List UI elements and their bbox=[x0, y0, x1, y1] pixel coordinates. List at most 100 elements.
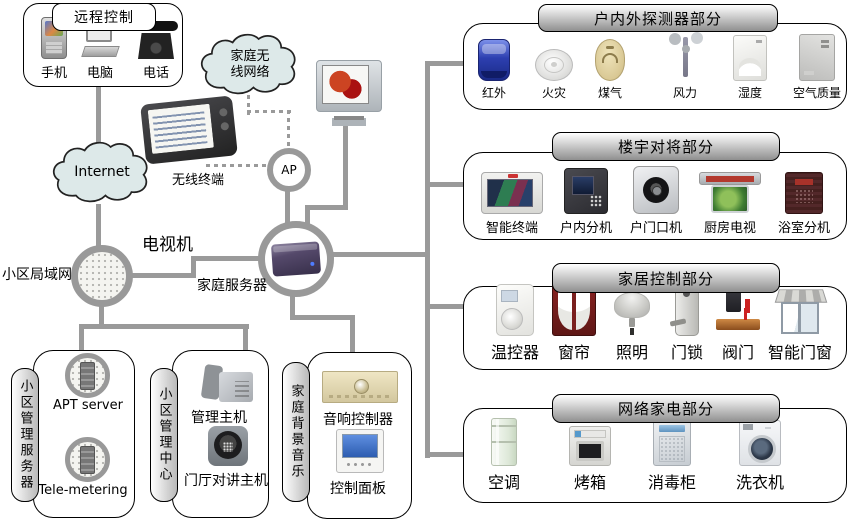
home-server-label: 家庭服务器 bbox=[197, 278, 267, 294]
intercom-kitchen-tv: 厨房电视 bbox=[697, 170, 763, 236]
detectors-section-box bbox=[463, 23, 847, 110]
detector-infrared: 红外 bbox=[466, 33, 522, 101]
item-label: 智能终端 bbox=[485, 221, 538, 236]
side-label-text: 家庭背景音乐 bbox=[288, 384, 304, 480]
smart-window-icon bbox=[775, 288, 825, 336]
internet-cloud: Internet bbox=[50, 136, 154, 210]
home-wireless-cloud: 家庭无 线网络 bbox=[198, 30, 302, 100]
control-panel bbox=[336, 429, 384, 473]
wireless-link bbox=[247, 95, 250, 115]
item-label: 烤箱 bbox=[573, 473, 606, 492]
remote-item-computer: 电脑 bbox=[78, 23, 122, 81]
thermostat-icon bbox=[496, 284, 534, 336]
connector bbox=[305, 205, 310, 224]
wireless-terminal-label: 无线终端 bbox=[172, 173, 225, 188]
detectors-section-header: 户内外探测器部分 bbox=[538, 4, 778, 32]
appliance-oven: 烤箱 bbox=[560, 426, 620, 493]
side-label-text: 小区管理中心 bbox=[156, 387, 172, 483]
connector bbox=[290, 315, 355, 320]
gas-detector-icon bbox=[595, 39, 625, 81]
remote-control-header: 远程控制 bbox=[52, 3, 156, 31]
connector bbox=[305, 205, 348, 210]
door-intercom-icon bbox=[208, 426, 248, 466]
connector bbox=[343, 119, 348, 208]
connector bbox=[191, 256, 263, 261]
item-label: 红外 bbox=[481, 86, 506, 100]
item-label: 洗衣机 bbox=[735, 473, 784, 492]
section-title: 家居控制部分 bbox=[617, 269, 714, 288]
lobby-intercom-label: 门厅对讲主机 bbox=[184, 470, 268, 490]
sterilizer-icon bbox=[653, 420, 691, 466]
apt-server-label: APT server bbox=[52, 399, 124, 413]
label-text: APT server bbox=[53, 398, 123, 413]
server-tower-icon bbox=[80, 361, 95, 390]
valve-icon bbox=[716, 286, 760, 336]
connector bbox=[191, 256, 196, 278]
wireless-cloud-line2: 线网络 bbox=[230, 65, 270, 80]
intercom-door-station: 户门口机 bbox=[626, 166, 686, 236]
item-label: 门锁 bbox=[670, 343, 703, 362]
background-music-side-label: 家庭背景音乐 bbox=[282, 362, 310, 502]
bathroom-extension-icon bbox=[785, 172, 823, 214]
kitchen-tv-icon bbox=[699, 172, 761, 214]
section-title: 户内外探测器部分 bbox=[593, 9, 722, 28]
detector-air-quality: 空气质量 bbox=[786, 30, 848, 101]
air-quality-sensor-icon bbox=[799, 34, 835, 81]
section-title: 网络家电部分 bbox=[617, 400, 714, 418]
detector-humidity: 湿度 bbox=[722, 30, 778, 101]
tablet-terminal-icon bbox=[140, 95, 238, 165]
management-host bbox=[203, 364, 253, 402]
item-label: 户门口机 bbox=[629, 221, 682, 236]
connector bbox=[96, 204, 101, 248]
detector-fire: 火灾 bbox=[526, 33, 582, 101]
control-panel-icon bbox=[336, 429, 384, 473]
connector-trunk bbox=[425, 61, 430, 458]
audio-controller-label: 音响控制器 bbox=[323, 409, 393, 429]
side-label-text: 小区管理服务器 bbox=[17, 379, 33, 491]
apt-server-node bbox=[65, 353, 110, 398]
item-label: 浴室分机 bbox=[777, 221, 830, 236]
infrared-detector-icon bbox=[478, 39, 510, 81]
section-title: 楼宇对将部分 bbox=[617, 138, 714, 156]
connector bbox=[425, 61, 465, 66]
tele-metering-node bbox=[65, 437, 110, 482]
intercom-section-header: 楼宇对将部分 bbox=[552, 132, 780, 161]
connector bbox=[350, 315, 355, 354]
wireless-terminal bbox=[140, 95, 238, 165]
connector bbox=[79, 324, 84, 352]
connector bbox=[425, 452, 465, 457]
audio-controller bbox=[322, 371, 398, 403]
remote-control-title: 远程控制 bbox=[74, 10, 134, 26]
wireless-link bbox=[206, 164, 268, 167]
server-tower-icon bbox=[80, 445, 95, 474]
internet-label: Internet bbox=[74, 164, 130, 181]
cloud-icon bbox=[200, 33, 296, 95]
home-server-icon bbox=[270, 241, 322, 277]
item-label: 空调 bbox=[487, 473, 520, 492]
tele-metering-label: Tele-metering bbox=[33, 483, 133, 498]
appliance-washing-machine: 洗衣机 bbox=[732, 420, 788, 493]
oven-icon bbox=[569, 426, 611, 466]
item-label: 消毒柜 bbox=[647, 473, 696, 492]
lighting-icon bbox=[613, 290, 651, 336]
home-control-section-header: 家居控制部分 bbox=[552, 263, 780, 293]
label-text: Tele-metering bbox=[38, 483, 128, 498]
lan-label: 小区局域网 bbox=[2, 267, 72, 283]
detector-wind: 风力 bbox=[657, 28, 713, 101]
tv-icon bbox=[316, 60, 382, 120]
connector bbox=[428, 182, 465, 187]
connector bbox=[290, 293, 295, 319]
wind-sensor-icon bbox=[665, 31, 705, 81]
remote-item-mobile: 手机 bbox=[32, 17, 76, 81]
item-label: 户内分机 bbox=[559, 221, 612, 236]
desk-phone-icon bbox=[203, 364, 253, 402]
home-server-node bbox=[258, 221, 334, 297]
washing-machine-icon bbox=[739, 420, 781, 466]
appliance-air-conditioner: 空调 bbox=[479, 418, 529, 493]
wireless-link bbox=[247, 110, 291, 113]
item-label: 照明 bbox=[615, 343, 648, 362]
tv-node bbox=[316, 60, 382, 120]
management-host-label: 管理主机 bbox=[191, 407, 247, 427]
control-door-lock: 门锁 bbox=[663, 282, 711, 363]
